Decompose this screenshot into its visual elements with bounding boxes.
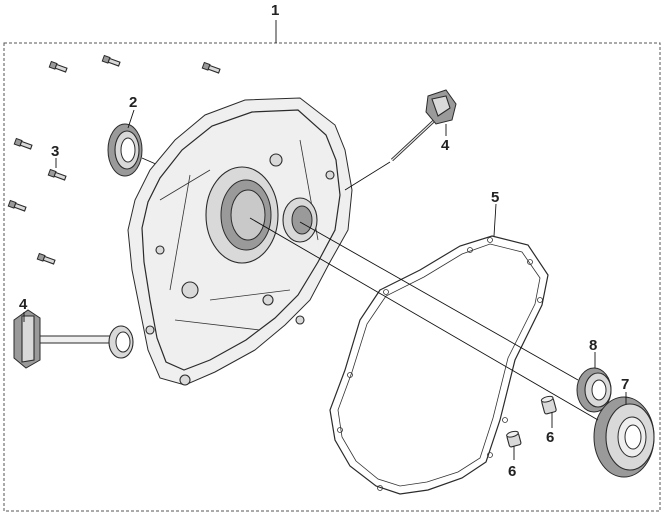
crankcase-gasket xyxy=(329,235,549,495)
callout-2: 2 xyxy=(129,94,137,111)
small-bearing xyxy=(576,367,612,413)
assembly-boundary xyxy=(3,42,661,512)
screw xyxy=(201,61,221,74)
dowel-pin xyxy=(540,395,557,415)
main-axis-line xyxy=(249,217,599,421)
screw xyxy=(36,252,56,265)
callout-4-left: 4 xyxy=(19,296,28,313)
oil-dipstick xyxy=(390,89,457,162)
large-bearing xyxy=(593,396,655,478)
secondary-axis-line xyxy=(299,221,579,381)
screw xyxy=(48,60,68,73)
callout-8: 8 xyxy=(589,337,597,354)
callout-6a: 6 xyxy=(546,429,554,446)
oil-seal xyxy=(107,123,143,177)
screw xyxy=(47,168,67,181)
screw-group xyxy=(7,54,221,265)
callout-3: 3 xyxy=(51,143,59,160)
callout-7: 7 xyxy=(621,376,629,393)
callout-2-leader xyxy=(127,109,135,129)
oil-filler-cap-left xyxy=(13,309,111,369)
dowel-pin xyxy=(506,430,522,448)
screw xyxy=(101,54,121,67)
callout-5: 5 xyxy=(491,189,499,206)
filler-neck-ring xyxy=(108,325,134,359)
screw xyxy=(7,199,27,212)
screw xyxy=(13,137,33,150)
callout-4-right: 4 xyxy=(441,137,450,154)
callout-5-leader xyxy=(493,203,497,237)
dipstick-axis xyxy=(344,161,391,191)
crankcase-cover xyxy=(127,97,353,386)
callout-1: 1 xyxy=(271,2,279,19)
callout-6b: 6 xyxy=(508,463,516,480)
